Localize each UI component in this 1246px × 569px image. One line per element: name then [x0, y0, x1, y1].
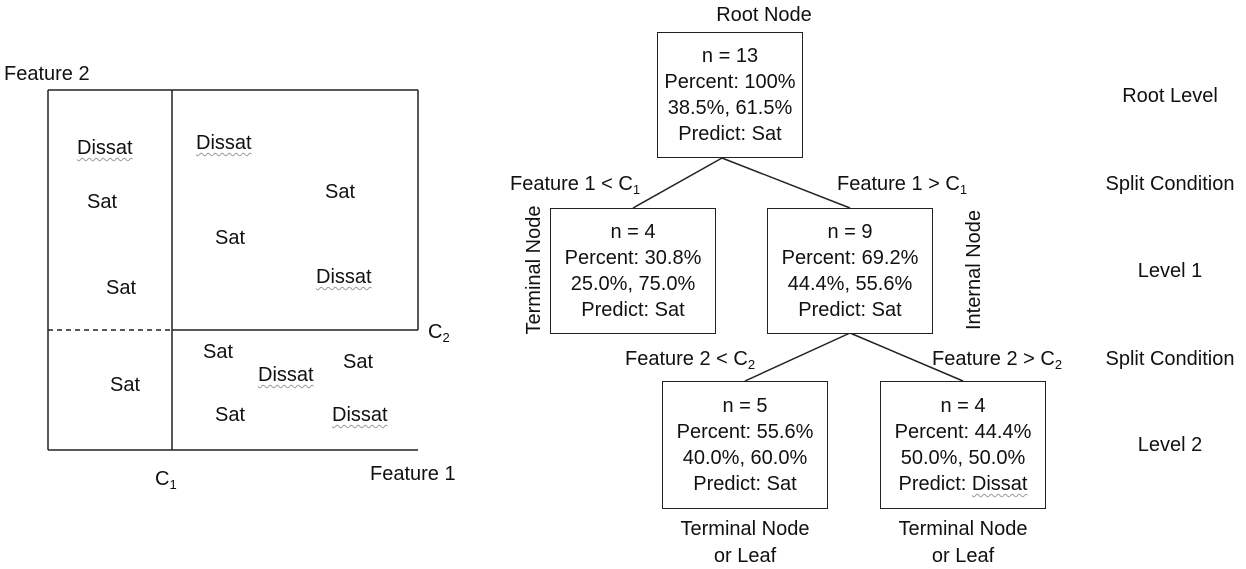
node-prediction: Predict: Sat [678, 123, 782, 145]
scatter-point: Sat [215, 404, 246, 426]
node-percent: Percent: 55.6% [676, 421, 814, 443]
split1-left-condition: Feature 1 < C1 [510, 173, 641, 197]
c1-threshold-label: C1 [155, 468, 177, 492]
node-distribution: 38.5%, 61.5% [667, 97, 793, 119]
leaf-right-caption-line2: or Leaf [931, 545, 995, 567]
node-count: n = 9 [827, 221, 873, 243]
edge-root-right [721, 157, 851, 209]
scatter-point: Sat [110, 374, 141, 396]
node-distribution: 25.0%, 75.0% [570, 273, 696, 295]
split2-left-condition: Feature 2 < C2 [625, 348, 756, 372]
left-terminal-node: n = 4 Percent: 30.8% 25.0%, 75.0% Predic… [550, 208, 716, 334]
edge-root-left [632, 157, 723, 209]
leaf-left-caption-line2: or Leaf [713, 545, 777, 567]
scatter-point: Sat [87, 191, 118, 213]
internal-node-side-label: Internal Node [963, 209, 985, 331]
feature1-axis-label: Feature 1 [370, 463, 456, 485]
edge-right-lr [849, 332, 964, 382]
split1-right-condition: Feature 1 > C1 [837, 173, 968, 197]
node-count: n = 5 [722, 395, 768, 417]
level-label-split1: Split Condition [1105, 173, 1235, 195]
node-prediction: Predict: Sat [581, 299, 685, 321]
node-distribution: 40.0%, 60.0% [682, 447, 808, 469]
feature2-axis-label: Feature 2 [4, 63, 90, 85]
level-label-root: Root Level [1122, 85, 1218, 107]
leaf-node-left: n = 5 Percent: 55.6% 40.0%, 60.0% Predic… [662, 381, 828, 509]
node-percent: Percent: 44.4% [894, 421, 1032, 443]
node-prediction: Predict: Sat [798, 299, 902, 321]
scatter-point: Sat [343, 351, 374, 373]
terminal-node-side-label: Terminal Node [523, 205, 545, 335]
node-count: n = 4 [940, 395, 986, 417]
node-prediction: Predict: Dissat [898, 473, 1028, 495]
scatter-point: Dissat [332, 404, 388, 426]
level-label-split2: Split Condition [1105, 348, 1235, 370]
node-percent: Percent: 100% [664, 71, 796, 93]
edge-right-ll [744, 332, 851, 382]
scatter-point: Dissat [77, 137, 133, 159]
scatter-point: Sat [106, 277, 137, 299]
node-count: n = 13 [701, 45, 759, 67]
scatter-point: Dissat [258, 364, 314, 386]
level-label-level1: Level 1 [1137, 260, 1203, 282]
level-label-level2: Level 2 [1137, 434, 1203, 456]
right-internal-node: n = 9 Percent: 69.2% 44.4%, 55.6% Predic… [767, 208, 933, 334]
leaf-right-caption-line1: Terminal Node [898, 518, 1028, 540]
leaf-left-caption-line1: Terminal Node [680, 518, 810, 540]
root-node-title: Root Node [716, 4, 812, 26]
node-distribution: 50.0%, 50.0% [900, 447, 1026, 469]
scatter-point: Dissat [316, 266, 372, 288]
scatter-point: Dissat [196, 132, 252, 154]
node-prediction: Predict: Sat [693, 473, 797, 495]
node-percent: Percent: 69.2% [781, 247, 919, 269]
scatter-point: Sat [215, 227, 246, 249]
node-percent: Percent: 30.8% [564, 247, 702, 269]
node-distribution: 44.4%, 55.6% [787, 273, 913, 295]
scatter-point: Sat [203, 341, 234, 363]
node-count: n = 4 [610, 221, 656, 243]
c2-threshold-label: C2 [428, 321, 450, 345]
scatter-point: Sat [325, 181, 356, 203]
leaf-node-right: n = 4 Percent: 44.4% 50.0%, 50.0% Predic… [880, 381, 1046, 509]
split2-right-condition: Feature 2 > C2 [932, 348, 1063, 372]
root-node: n = 13 Percent: 100% 38.5%, 61.5% Predic… [657, 32, 803, 158]
